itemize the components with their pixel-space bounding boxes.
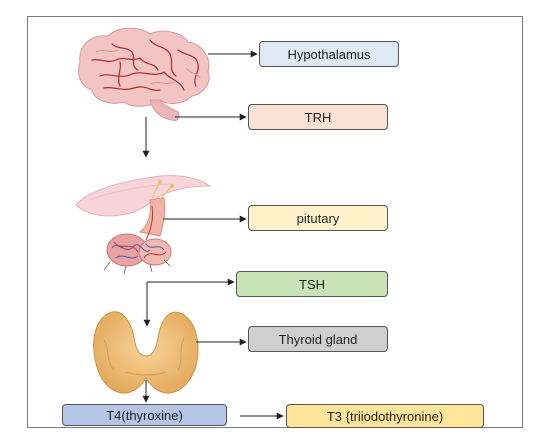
trh-label: TRH [248, 104, 388, 130]
connector-lines [142, 50, 284, 420]
thyroid-gland-icon [93, 311, 199, 394]
hypothalamus-label: Hypothalamus [259, 41, 399, 67]
pituitary-label: pitutary [248, 205, 388, 231]
thyroid-gland-label: Thyroid gland [248, 326, 388, 352]
tsh-label: TSH [236, 271, 388, 297]
t3-triiodothyronine-label: T3 {triiodothyronine) [286, 404, 484, 428]
brain-icon [78, 27, 210, 121]
t4-thyroxine-label: T4(thyroxine) [62, 404, 227, 426]
pituitary-gland-icon [75, 175, 212, 275]
